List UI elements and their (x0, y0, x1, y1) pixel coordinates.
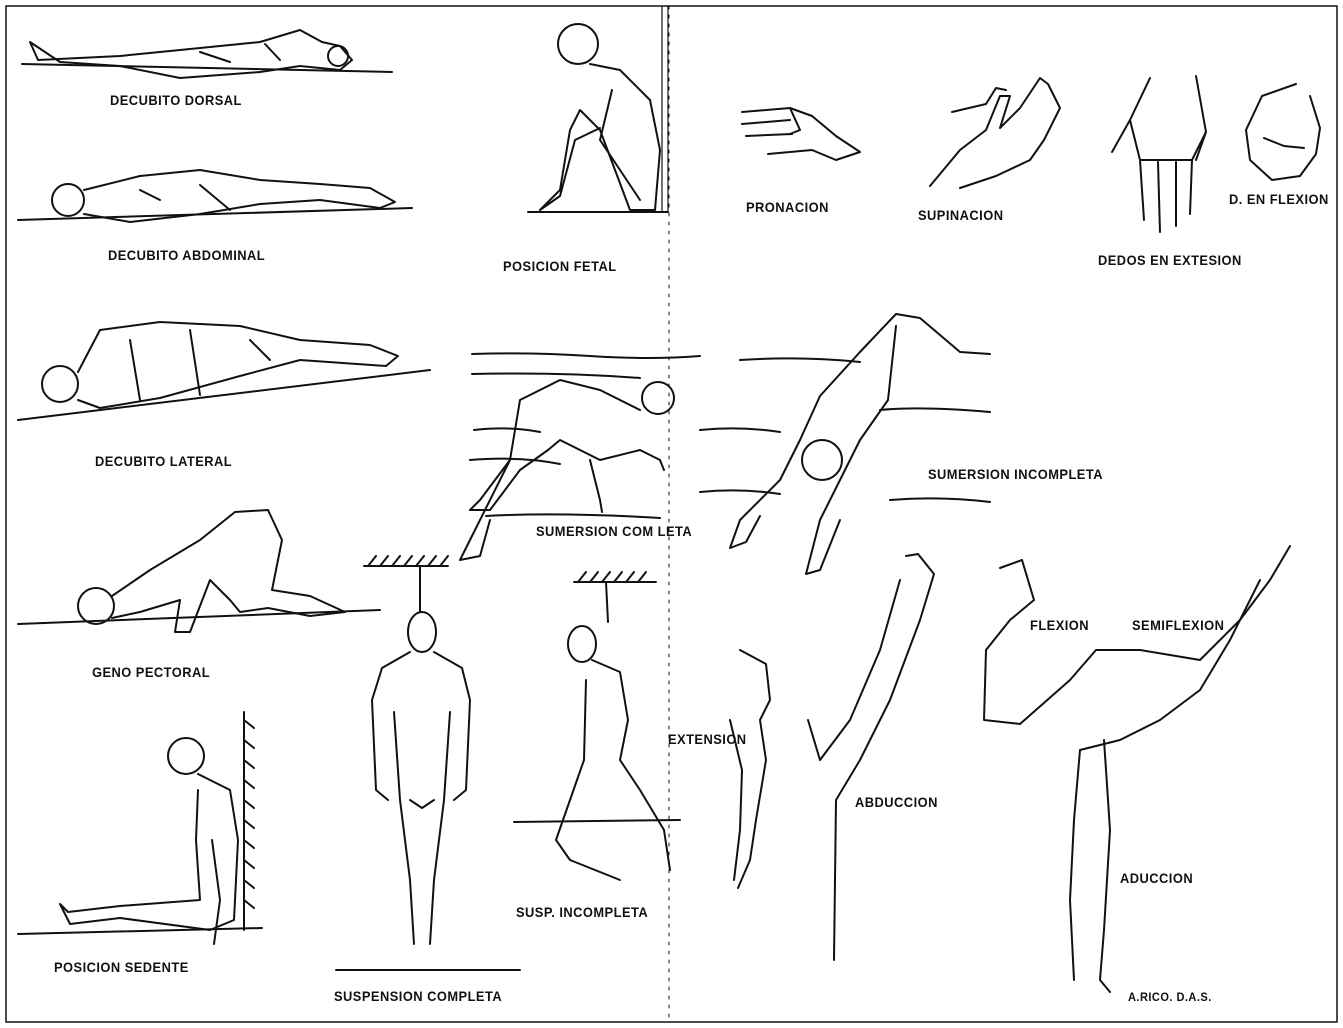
label-posicion-fetal: POSICION FETAL (503, 258, 617, 274)
label-decubito-dorsal: DECUBITO DORSAL (110, 92, 242, 108)
figure-susp-incompleta (514, 572, 680, 880)
label-decubito-abdominal: DECUBITO ABDOMINAL (108, 247, 265, 263)
label-extension: EXTENSION (668, 731, 747, 747)
figure-sumersion-incompleta (730, 314, 990, 574)
label-sumersion-incompleta: SUMERSION INCOMPLETA (928, 466, 1103, 482)
water-lines (470, 353, 990, 518)
figure-dedos-en-extension (1112, 76, 1206, 232)
label-posicion-sedente: POSICION SEDENTE (54, 959, 189, 975)
figure-decubito-lateral (18, 322, 430, 420)
figure-aduccion (1070, 740, 1110, 992)
label-semiflexion: SEMIFLEXION (1132, 617, 1224, 633)
label-dedos-en-extesion: DEDOS EN EXTESION (1098, 252, 1242, 268)
figure-decubito-dorsal (22, 30, 392, 78)
label-d-en-flexion: D. EN FLEXION (1229, 191, 1329, 207)
figure-pronacion (742, 108, 860, 160)
label-sumersion-completa: SUMERSION COM LETA (536, 523, 692, 539)
label-abduccion: ABDUCCION (855, 794, 938, 810)
figure-posicion-sedente (18, 712, 262, 944)
figure-geno-pectoral (18, 510, 380, 632)
artist-signature: A.RICO. D.A.S. (1128, 990, 1212, 1004)
figure-abduccion (808, 554, 934, 960)
label-pronacion: PRONACION (746, 199, 829, 215)
label-geno-pectoral: GENO PECTORAL (92, 664, 210, 680)
label-aduccion: ADUCCION (1120, 870, 1193, 886)
figure-suspension-completa (336, 556, 520, 970)
figure-supinacion (930, 78, 1060, 188)
label-susp-incompleta: SUSP. INCOMPLETA (516, 904, 648, 920)
label-decubito-lateral: DECUBITO LATERAL (95, 453, 232, 469)
figure-dedos-en-flexion (1246, 84, 1320, 180)
label-flexion: FLEXION (1030, 617, 1089, 633)
figure-decubito-abdominal (18, 170, 412, 222)
figure-extension (730, 650, 770, 888)
label-supinacion: SUPINACION (918, 207, 1003, 223)
label-suspension-completa: SUSPENSION COMPLETA (334, 988, 502, 1004)
figure-posicion-fetal (528, 6, 668, 212)
figure-flexion-semiflexion (984, 546, 1290, 750)
